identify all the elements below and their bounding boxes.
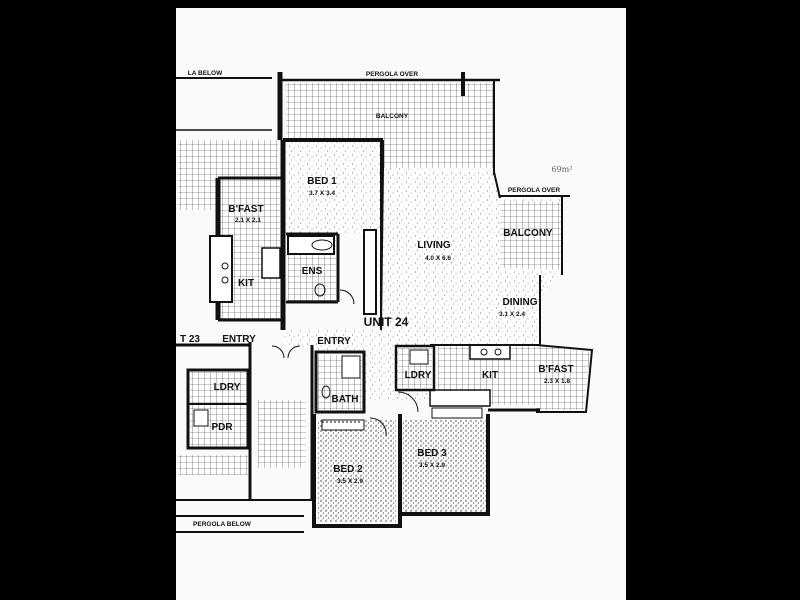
entry-left-label: ENTRY bbox=[222, 334, 256, 345]
bed2-dim: 3.5 X 2.9 bbox=[337, 478, 363, 485]
handwritten-note: 69m² bbox=[552, 165, 573, 174]
pergola-over-right-label: PERGOLA OVER bbox=[508, 187, 560, 194]
bed1-room bbox=[280, 138, 384, 330]
ens-label: ENS bbox=[302, 266, 323, 277]
ldry-right-room bbox=[394, 344, 436, 392]
bed3-room bbox=[397, 391, 540, 516]
dining-dim: 3.1 X 2.4 bbox=[499, 311, 525, 318]
ensuite-room bbox=[286, 232, 340, 304]
bfast-right-room bbox=[535, 344, 594, 413]
balcony-right bbox=[500, 195, 570, 345]
bfast-left-dim: 2.1 X 2.1 bbox=[235, 217, 261, 224]
bfast-right-dim: 2.3 X 1.8 bbox=[544, 378, 570, 385]
pdr-label: PDR bbox=[211, 422, 233, 433]
balcony-top-label: BALCONY bbox=[376, 113, 409, 120]
entry-corridor bbox=[176, 342, 314, 500]
kit-left-label: KIT bbox=[238, 278, 254, 289]
bed2-label: BED 2 bbox=[333, 464, 363, 475]
entry-right-label: ENTRY bbox=[317, 336, 351, 347]
living-dining-area bbox=[284, 168, 560, 400]
bed3-dim: 3.5 X 2.9 bbox=[419, 462, 445, 469]
ldry-right-label: LDRY bbox=[405, 370, 432, 381]
bfast-left-room bbox=[209, 176, 282, 322]
dining-label: DINING bbox=[503, 297, 538, 308]
bfast-right-label: B'FAST bbox=[538, 364, 573, 375]
pergola-below-bottom bbox=[176, 515, 304, 533]
balcony-right-label: BALCONY bbox=[503, 228, 553, 239]
wardrobe-strip bbox=[363, 229, 377, 315]
bed3-label: BED 3 bbox=[417, 448, 447, 459]
unit23-label: T 23 bbox=[180, 334, 200, 345]
pergola-over-top-label: PERGOLA OVER bbox=[366, 71, 418, 78]
bed1-label: BED 1 bbox=[307, 176, 337, 187]
bath-room bbox=[314, 350, 366, 414]
bed1-dim: 3.7 X 3.4 bbox=[309, 190, 335, 197]
unit24-label: UNIT 24 bbox=[364, 315, 409, 329]
kit-right-room bbox=[429, 344, 540, 407]
pergola-below-top bbox=[176, 77, 272, 131]
pergola-below-top-label: LA BELOW bbox=[188, 70, 223, 77]
living-label: LIVING bbox=[417, 240, 451, 251]
bath-label: BATH bbox=[331, 394, 358, 405]
unit23-rooms bbox=[176, 368, 312, 501]
bed2-room bbox=[312, 414, 402, 528]
ldry-left-label: LDRY bbox=[214, 382, 241, 393]
pergola-below-bottom-label: PERGOLA BELOW bbox=[193, 521, 252, 528]
bfast-left-label: B'FAST bbox=[228, 204, 263, 215]
kit-right-label: KIT bbox=[482, 370, 498, 381]
ens-door-swing bbox=[339, 289, 355, 305]
living-dim: 4.0 X 6.6 bbox=[425, 255, 451, 262]
